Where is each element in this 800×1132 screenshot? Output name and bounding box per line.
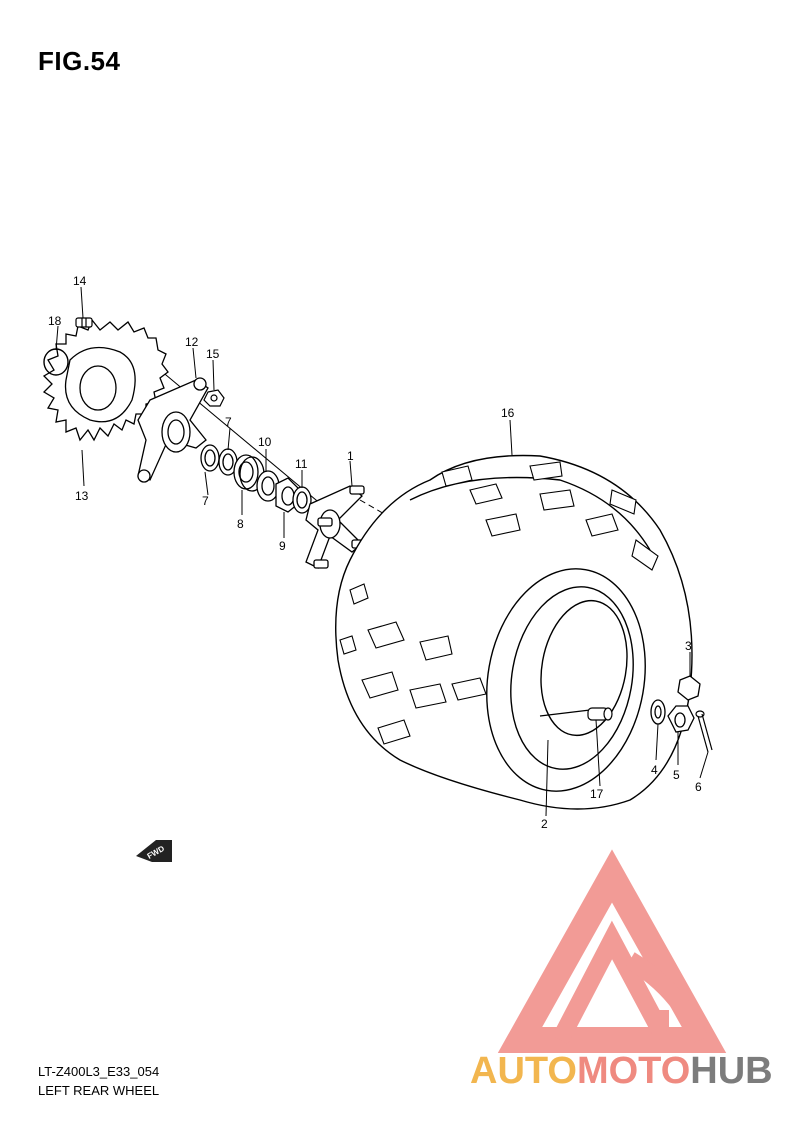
callout-7a: 7 <box>225 415 232 429</box>
watermark-logo-icon <box>497 849 727 1053</box>
sprocket <box>42 318 169 442</box>
washer-11 <box>292 486 312 514</box>
bearing-8 <box>233 454 265 492</box>
callout-13: 13 <box>75 489 89 503</box>
callout-4: 4 <box>651 763 658 777</box>
callout-2: 2 <box>541 817 548 831</box>
valve-stem <box>539 707 613 721</box>
hub-nut <box>203 389 225 407</box>
callout-14: 14 <box>73 274 87 288</box>
figure-footer: LT-Z400L3_E33_054 LEFT REAR WHEEL <box>38 1062 159 1100</box>
callout-16: 16 <box>501 406 515 420</box>
figure-title: FIG.54 <box>38 46 121 76</box>
wordmark-hub: HUB <box>690 1050 773 1092</box>
callout-11: 11 <box>295 457 308 471</box>
figure-caption: LEFT REAR WHEEL <box>38 1083 160 1098</box>
callout-8: 8 <box>237 517 244 531</box>
tire-tread <box>339 461 659 745</box>
callout-3: 3 <box>685 639 692 653</box>
callout-7b: 7 <box>202 494 209 508</box>
forward-direction-arrow-icon: FWD <box>136 840 172 862</box>
callout-10: 10 <box>258 435 272 449</box>
washer-7a <box>200 444 220 472</box>
callout-1: 1 <box>347 449 354 463</box>
seal-10 <box>256 470 280 502</box>
callout-18: 18 <box>48 314 62 328</box>
wordmark-moto: MOTO <box>576 1050 691 1092</box>
wordmark-auto: AUTO <box>470 1050 577 1092</box>
wheel-washer <box>650 699 666 725</box>
nut-9 <box>275 477 299 513</box>
wheel-hub <box>305 485 367 569</box>
sprocket-bolt <box>75 317 93 328</box>
castle-nut <box>667 705 695 733</box>
callout-6: 6 <box>695 780 702 794</box>
cotter-pin <box>695 710 713 753</box>
callout-5: 5 <box>673 768 680 782</box>
leader-lines <box>55 286 709 817</box>
callout-9: 9 <box>279 539 286 553</box>
washer-7b <box>218 448 238 476</box>
sprocket-hub <box>137 377 209 483</box>
callout-17: 17 <box>590 787 604 801</box>
callout-15: 15 <box>206 347 220 361</box>
watermark-wordmark: AUTOMOTOHUB <box>470 1050 773 1093</box>
wheel-rim <box>486 568 646 792</box>
callout-12: 12 <box>185 335 199 349</box>
figure-code: LT-Z400L3_E33_054 <box>38 1064 160 1079</box>
